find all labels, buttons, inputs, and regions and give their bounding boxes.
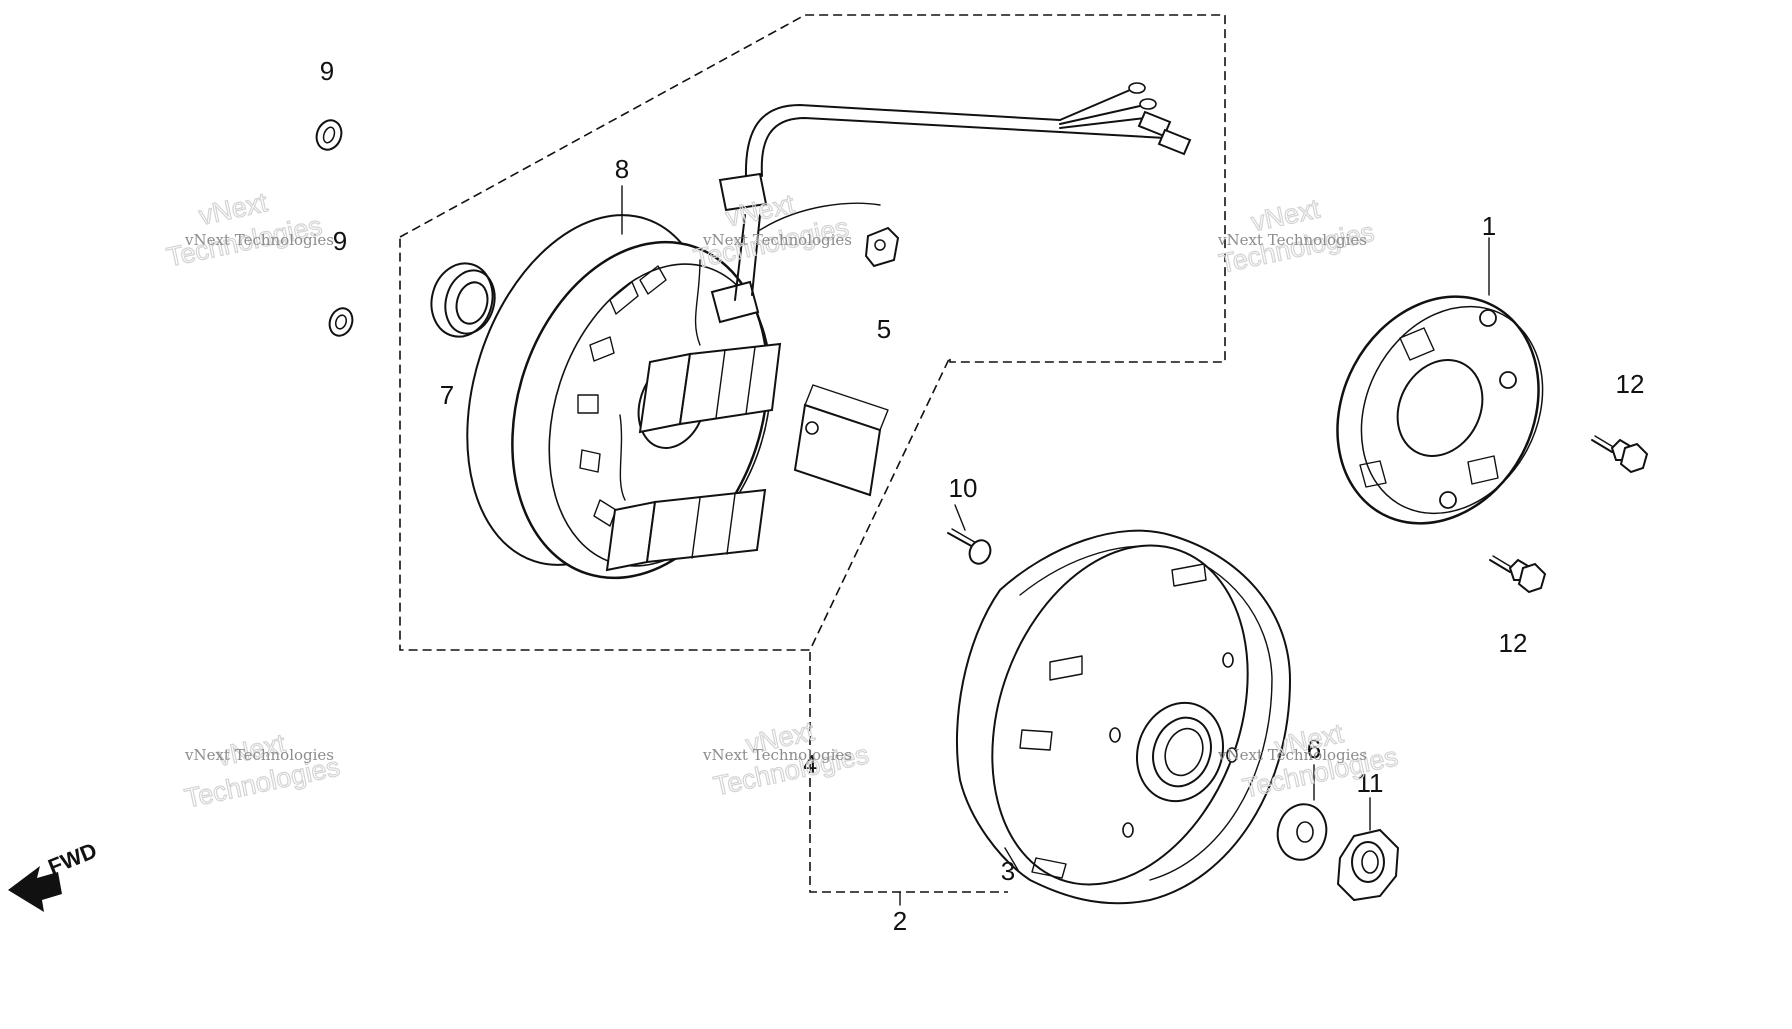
cover-bolt-lower [1489,555,1547,594]
watermark-4: vNext Technologies [181,728,343,815]
wire-grommet [864,226,900,268]
oil-seal [430,262,496,338]
washer-lower [328,307,354,337]
callout-2: 2 [893,906,907,936]
assembly-outline-stator [399,14,1226,906]
callout-5: 5 [877,314,891,344]
svg-text:vNext Technologies: vNext Technologies [1217,746,1367,764]
stator-cover [1336,295,1544,525]
svg-text:vNext Technologies: vNext Technologies [184,231,334,249]
flywheel-nut [1336,828,1400,902]
svg-text:vNext Technologies: vNext Technologies [1217,231,1367,249]
callout-4: 4 [803,749,817,779]
watermark-captions: vNext Technologies vNext Technologies vN… [184,231,1367,764]
callout-11: 11 [1357,768,1384,798]
flywheel-washer [1276,803,1328,861]
stator-assembly [466,82,1192,580]
cover-bolt-upper [1591,435,1649,474]
svg-text:vNext Technologies: vNext Technologies [184,746,334,764]
screw [947,528,992,565]
watermark-2: vNext Technologies [690,188,852,275]
flywheel-rotor [955,529,1292,905]
forward-direction-indicator: FWD [8,838,100,912]
callout-12-upper: 12 [1616,369,1645,399]
callout-3: 3 [1001,856,1015,886]
leader-lines [621,185,1490,871]
callout-6: 6 [1307,734,1321,764]
washer-upper [315,119,343,151]
fwd-label: FWD [45,838,101,880]
callout-9-lower: 9 [333,226,347,256]
callout-10: 10 [949,473,978,503]
watermarks: vNext Technologies vNext Technologies vN… [164,187,1402,815]
callout-1: 1 [1482,211,1496,241]
callout-8: 8 [615,154,629,184]
callout-7: 7 [440,380,454,410]
watermark-1: vNext Technologies [164,187,326,274]
callout-labels: 1 2 3 4 5 6 7 8 9 9 10 11 12 12 [320,56,1645,936]
svg-text:vNext Technologies: vNext Technologies [702,231,852,249]
callout-12-lower: 12 [1499,628,1528,658]
arrow-left-icon [8,866,62,912]
svg-text:vNext Technologies: vNext Technologies [702,746,852,764]
callout-9-upper: 9 [320,56,334,86]
